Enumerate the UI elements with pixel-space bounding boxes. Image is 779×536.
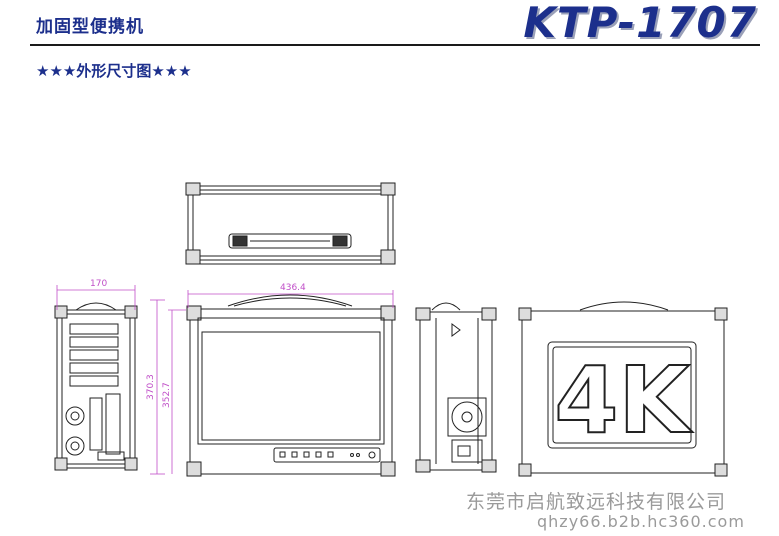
header-divider: [30, 44, 760, 46]
model-number: KTP-1707: [523, 0, 757, 47]
dim-side-width: 170: [90, 279, 107, 289]
url-watermark: qhzy66.b2b.hc360.com: [537, 512, 745, 531]
front-view: [186, 294, 396, 477]
company-watermark: 东莞市启航致远科技有限公司: [466, 491, 727, 513]
dim-total-height: 370.3: [146, 374, 156, 400]
product-category-title: 加固型便携机: [36, 17, 144, 37]
side-view-ports: [54, 302, 138, 471]
side-view-power: [415, 302, 497, 473]
dim-front-width: 436.4: [280, 283, 306, 293]
back-panel-4k-label: 4K: [554, 347, 693, 454]
top-view: [185, 182, 396, 265]
drawing-subtitle: ★★★外形尺寸图★★★: [36, 62, 192, 80]
back-view: [518, 301, 728, 477]
dim-body-height: 352.7: [162, 382, 172, 408]
